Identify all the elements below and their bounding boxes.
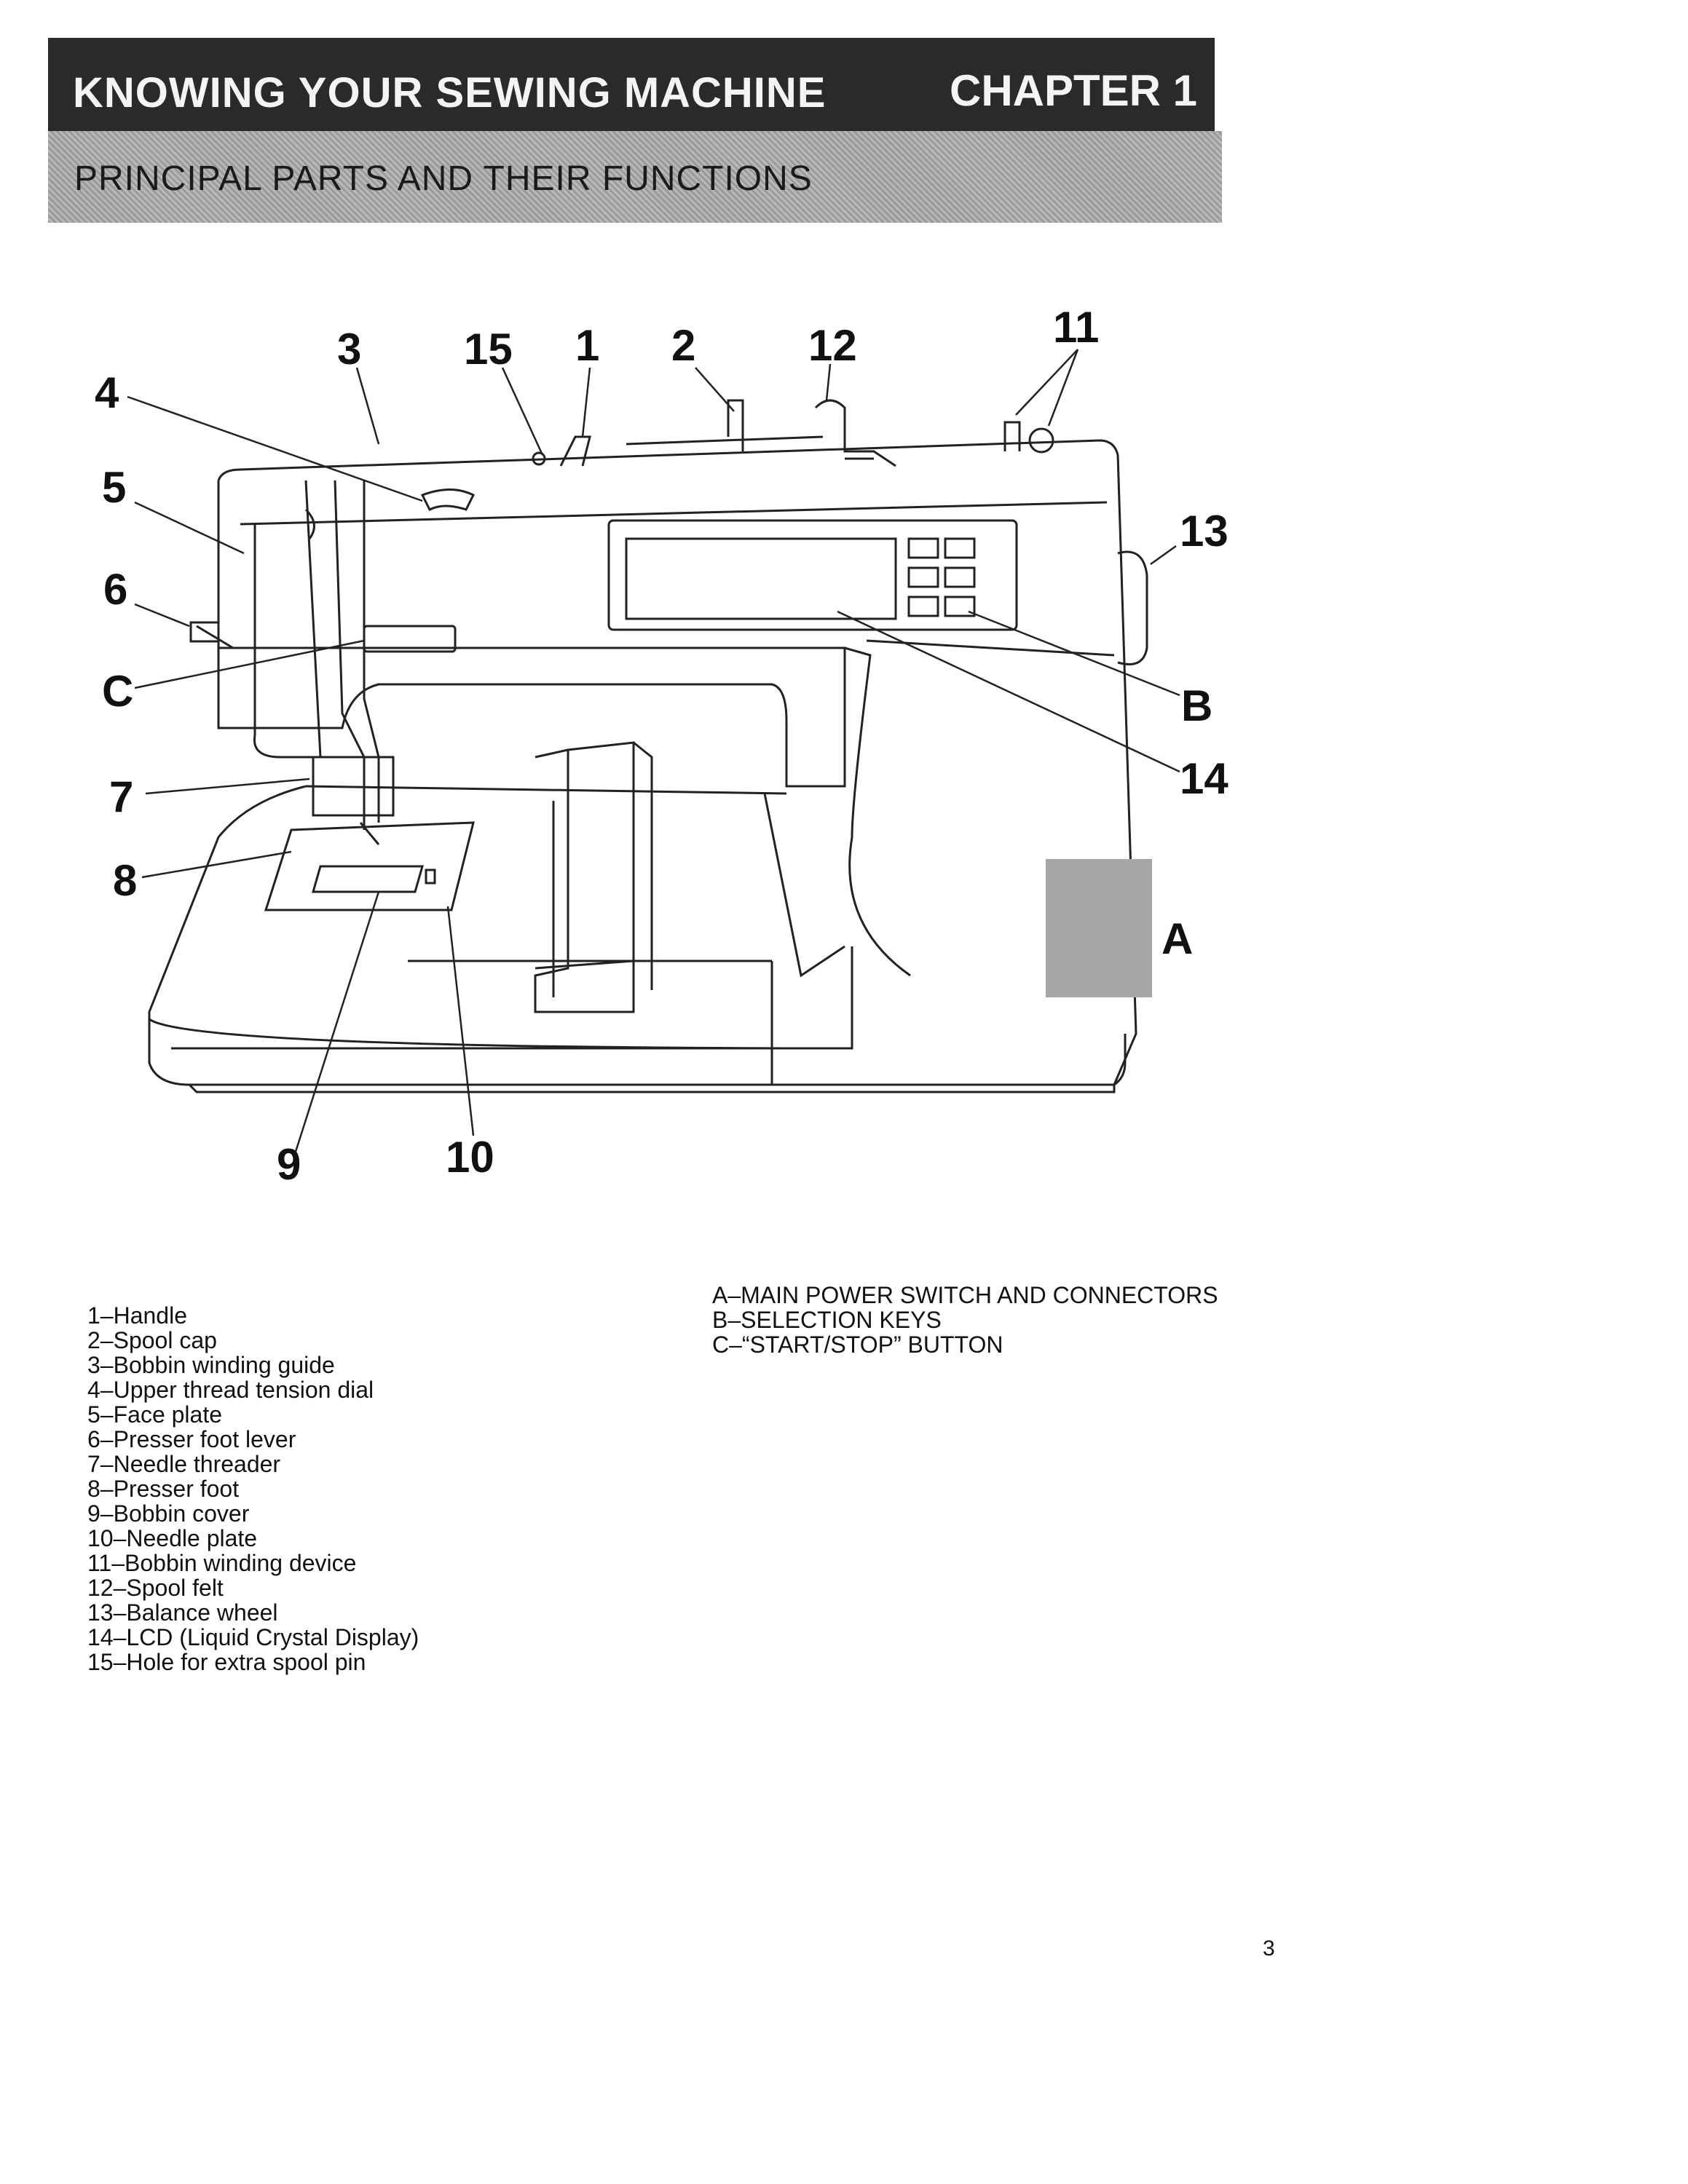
- callout-c: C: [102, 667, 133, 716]
- callout-7: 7: [109, 772, 133, 821]
- callout-b: B: [1181, 681, 1212, 730]
- callout-12: 12: [808, 321, 857, 370]
- list-item: B–SELECTION KEYS: [712, 1307, 942, 1333]
- list-item: 2–Spool cap: [87, 1327, 217, 1353]
- callout-3: 3: [337, 325, 361, 373]
- section-title: PRINCIPAL PARTS AND THEIR FUNCTIONS: [74, 159, 813, 198]
- chapter-number: CHAPTER 1: [950, 66, 1198, 115]
- chapter-title: KNOWING YOUR SEWING MACHINE: [73, 69, 827, 116]
- callout-14: 14: [1180, 754, 1228, 803]
- list-item: 14–LCD (Liquid Crystal Display): [87, 1624, 419, 1650]
- list-item: 15–Hole for extra spool pin: [87, 1649, 366, 1675]
- machine-illustration: [148, 399, 1148, 1093]
- chapter-banner: KNOWING YOUR SEWING MACHINE CHAPTER 1: [48, 38, 1215, 143]
- callout-15: 15: [464, 325, 513, 373]
- list-item: 13–Balance wheel: [87, 1599, 278, 1626]
- leader-lines: [127, 349, 1180, 1155]
- callout-5: 5: [102, 463, 126, 512]
- keys-list: A–MAIN POWER SWITCH AND CONNECTORS B–SEL…: [712, 1283, 1295, 1357]
- list-item: 9–Bobbin cover: [87, 1500, 250, 1527]
- callout-labels: 3 15 1 2 12 11 4 5 13 6 C B 7 14 8 A 9 1…: [95, 303, 1228, 1189]
- callout-6: 6: [103, 565, 127, 614]
- parts-list: 1–Handle 2–Spool cap 3–Bobbin winding gu…: [87, 1303, 743, 1674]
- callout-9: 9: [277, 1140, 301, 1189]
- callout-13: 13: [1180, 507, 1228, 555]
- list-item: 4–Upper thread tension dial: [87, 1377, 374, 1403]
- callout-10: 10: [446, 1133, 494, 1182]
- callout-8: 8: [113, 856, 137, 905]
- callout-1: 1: [575, 321, 599, 370]
- list-item: 10–Needle plate: [87, 1525, 258, 1551]
- callout-4: 4: [95, 368, 119, 417]
- callout-2: 2: [671, 321, 695, 370]
- list-item: 5–Face plate: [87, 1401, 223, 1428]
- list-item: C–“START/STOP” BUTTON: [712, 1332, 1003, 1358]
- list-item: 7–Needle threader: [87, 1451, 281, 1477]
- list-item: 3–Bobbin winding guide: [87, 1352, 335, 1378]
- callout-11: 11: [1053, 303, 1099, 352]
- list-item: 8–Presser foot: [87, 1476, 240, 1502]
- list-item: 1–Handle: [87, 1302, 187, 1329]
- list-item: 6–Presser foot lever: [87, 1426, 296, 1452]
- callout-a: A: [1162, 914, 1193, 963]
- power-switch-panel: [1046, 859, 1152, 997]
- section-bar: PRINCIPAL PARTS AND THEIR FUNCTIONS: [48, 131, 1222, 223]
- page-number: 3: [1263, 1936, 1275, 1961]
- list-item: 12–Spool felt: [87, 1575, 224, 1601]
- list-item: 11–Bobbin winding device: [87, 1550, 357, 1576]
- list-item: A–MAIN POWER SWITCH AND CONNECTORS: [712, 1282, 1218, 1308]
